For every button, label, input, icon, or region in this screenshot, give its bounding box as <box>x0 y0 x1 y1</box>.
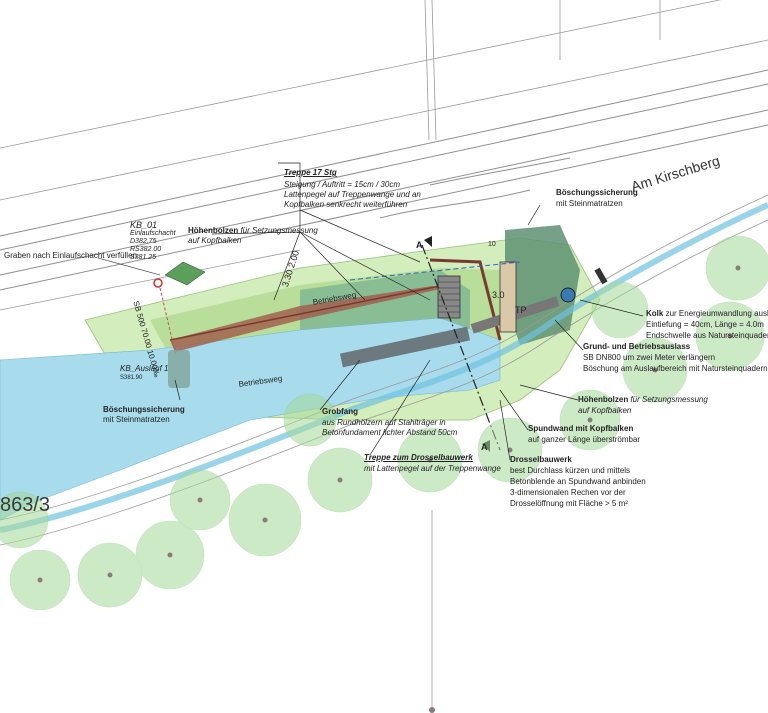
treppe-drossel-title: Treppe zum Drosselbauwerk <box>364 453 473 462</box>
creek-channel <box>0 202 768 533</box>
kb-auslauf-box <box>168 350 190 388</box>
boeschung-right-title: Böschungssicherung <box>556 188 638 197</box>
dim-10: 10 <box>488 241 496 248</box>
section-line-a <box>421 244 501 451</box>
hoehenbolzen-top-title: Höhenbolzen <box>188 226 239 235</box>
spundwand-sub: auf ganzer Länge überströmbar <box>528 435 641 444</box>
hoehenbolzen-top: Höhenbolzen für Setzungsmessung <box>188 226 318 236</box>
kb01-title: KB_01 <box>130 220 158 230</box>
grobfang-line2: Betonfundament lichter Abstand 50cm <box>322 428 458 437</box>
parcel-number: 863/3 <box>0 494 51 516</box>
drain-line <box>349 261 521 281</box>
parcel-lines <box>0 0 768 311</box>
stair-structure <box>437 275 461 319</box>
kolk-rest: zur Energieumwandlung ausbilden <box>665 309 768 318</box>
grund-line1: SB DN800 um zwei Meter verlängern <box>583 353 716 362</box>
dam-wall <box>170 286 445 352</box>
hoehenbolzen-right: Höhenbolzen für Setzungsmessung <box>578 395 708 405</box>
kb01-line4: S381.25 <box>130 254 157 261</box>
kb-auslauf-sub: S381.90 <box>120 375 143 381</box>
spundwand-line <box>429 258 502 341</box>
drossel-line1: best Durchlass kürzen und mittels <box>510 466 631 475</box>
grobfang-title: Grobfang <box>322 407 358 416</box>
hoehenbolzen-right-rest: für Setzungsmessung <box>630 395 708 404</box>
kb01-details: Einlaufschacht D382.75 RS382.00 S381.25 <box>130 230 176 262</box>
kb01-line1: Einlaufschacht <box>130 230 176 237</box>
drossel-box <box>499 261 517 333</box>
treppe-drossel-sub: mit Lattenpegel auf der Treppenwange <box>364 464 501 473</box>
kb01-line3: RS382.00 <box>130 246 162 253</box>
kolk-line1: Eintiefung = 40cm, Länge = 4.0m <box>646 320 764 329</box>
grobfang-line1: aus Rundhölzern auf Stahlträger in <box>322 418 446 427</box>
tp-label: TP <box>515 305 527 315</box>
leader-lines <box>174 162 644 461</box>
hoehenbolzen-right-title: Höhenbolzen <box>578 395 629 404</box>
treppe-title: Treppe 17 Stg <box>284 168 337 177</box>
kb-auslauf-title: KB_Auslauf 1 <box>120 364 169 373</box>
section-a-bottom: A <box>481 442 488 452</box>
road-am-kirschberg <box>0 69 768 291</box>
kolk-title: Kolk <box>646 309 664 318</box>
kolk-heading: Kolk zur Energieumwandlung ausbilden <box>646 309 768 319</box>
grund-line2: Böschung am Auslaufbereich mit Naturstei… <box>583 364 768 373</box>
kolk-line2: Endschwelle aus Natursteinquadern <box>646 331 768 340</box>
treppe-line3: Kopfbalken senkrecht weiterführen <box>284 200 408 209</box>
dim-30: 3.0 <box>492 290 505 300</box>
graben-marker <box>164 261 206 286</box>
treppe-line1: Steigung / Auftritt = 15cm / 30cm <box>284 180 400 189</box>
grund-title: Grund- und Betriebsauslass <box>583 342 691 351</box>
hoehenbolzen-top-sub: auf Kopfbalken <box>188 236 242 245</box>
boeschung-left-sub: mit Steinmatratzen <box>103 415 170 424</box>
tree-trunks <box>37 265 741 713</box>
drossel-line4: Drosselöffnung mit Fläche > 5 m² <box>510 499 628 508</box>
hoehenbolzen-right-sub: auf Kopfbalken <box>578 406 632 415</box>
treppe-line2: Lattenpegel auf Treppenwange und an <box>284 190 421 199</box>
graben-note: Graben nach Einlaufschacht verfüllen <box>4 251 137 260</box>
kb01-line2: D382.75 <box>130 238 157 245</box>
grobfang-structure <box>339 326 471 368</box>
spundwand-title: Spundwand mit Kopfbalken <box>528 424 634 433</box>
drossel-line2: Betonblende an Spundwand anbinden <box>510 477 646 486</box>
outlet-node <box>560 287 576 303</box>
boeschung-right-sub: mit Steinmatratzen <box>556 199 623 208</box>
section-a-top: A <box>416 240 423 250</box>
drossel-line3: 3-dimensionalen Rechen vor der <box>510 488 626 497</box>
drossel-title: Drosselbauwerk <box>510 455 572 464</box>
kb01-manhole <box>153 278 163 288</box>
boeschung-left-title: Böschungssicherung <box>103 405 185 414</box>
hoehenbolzen-top-rest: für Setzungsmessung <box>240 226 318 235</box>
